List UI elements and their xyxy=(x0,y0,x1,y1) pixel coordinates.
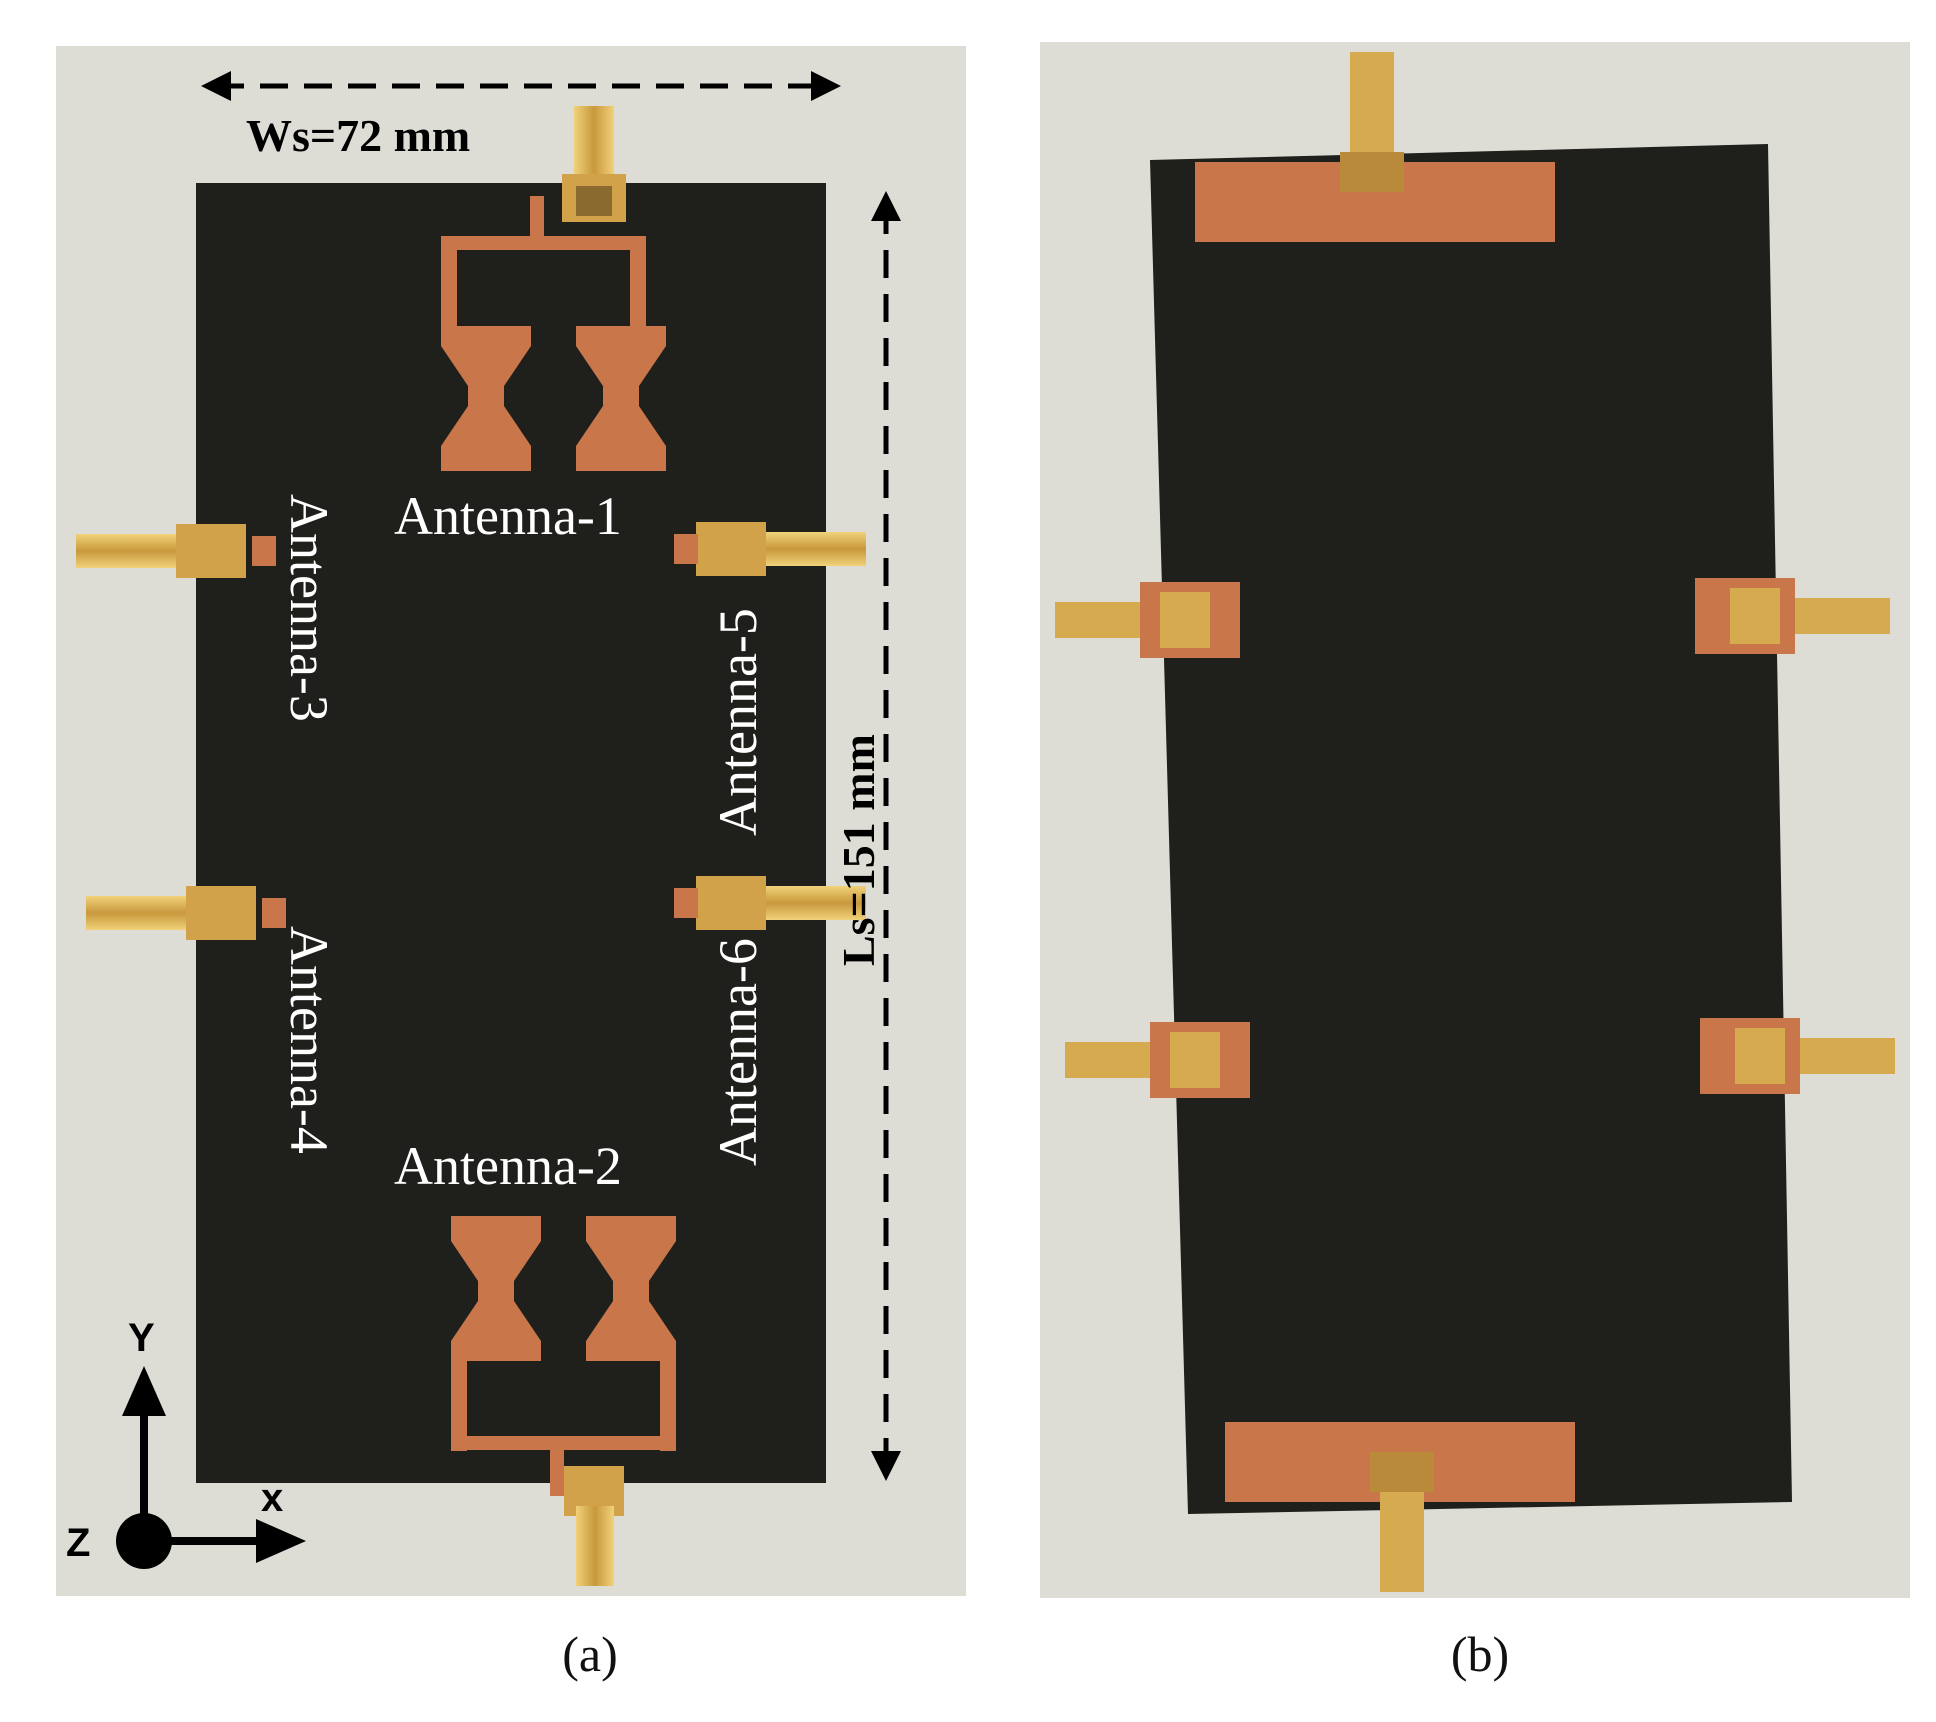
connector-bottom xyxy=(564,1466,624,1586)
antenna-5-connector xyxy=(674,522,866,576)
length-dimension-label: Ls=151 mm xyxy=(833,734,884,966)
connector-left-upper xyxy=(1055,582,1240,658)
connector-right-upper xyxy=(1695,578,1890,654)
connector-right-lower xyxy=(1700,1018,1895,1094)
ground-strip-top xyxy=(1195,52,1555,242)
width-dimension-label: Ws=72 mm xyxy=(246,110,470,161)
connector-left-lower xyxy=(1065,1022,1250,1098)
antenna-4-connector xyxy=(86,886,286,940)
axis-y-label: Y xyxy=(128,1316,155,1360)
photo-a: Ws=72 mm Ls=151 mm Antenna-1 Antenna-2 A… xyxy=(56,46,966,1596)
antenna-1-copper xyxy=(441,196,666,471)
caption-b: (b) xyxy=(1450,1626,1510,1682)
photo-panel-a: Ws=72 mm Ls=151 mm Antenna-1 Antenna-2 A… xyxy=(56,46,966,1596)
photo-panel-b xyxy=(1040,42,1910,1598)
board-back xyxy=(1150,144,1792,1514)
antenna-6-connector xyxy=(674,876,866,930)
antenna-1-label: Antenna-1 xyxy=(394,486,622,546)
antenna-3-connector xyxy=(76,524,276,578)
antenna-6-label: Antenna-6 xyxy=(708,938,768,1166)
photo-b xyxy=(1040,42,1910,1598)
ground-strip-bottom xyxy=(1225,1422,1575,1592)
axis-x-label: x xyxy=(261,1476,283,1520)
caption-a: (a) xyxy=(562,1626,618,1682)
antenna-2-label: Antenna-2 xyxy=(394,1136,622,1196)
antenna-5-label: Antenna-5 xyxy=(708,608,768,836)
antenna-4-label: Antenna-4 xyxy=(279,926,339,1154)
coordinate-axes xyxy=(116,1366,306,1569)
antenna-2-copper xyxy=(451,1216,676,1496)
antenna-3-label: Antenna-3 xyxy=(279,494,339,722)
axis-z-label: Z xyxy=(66,1521,90,1565)
connector-top xyxy=(562,106,626,222)
